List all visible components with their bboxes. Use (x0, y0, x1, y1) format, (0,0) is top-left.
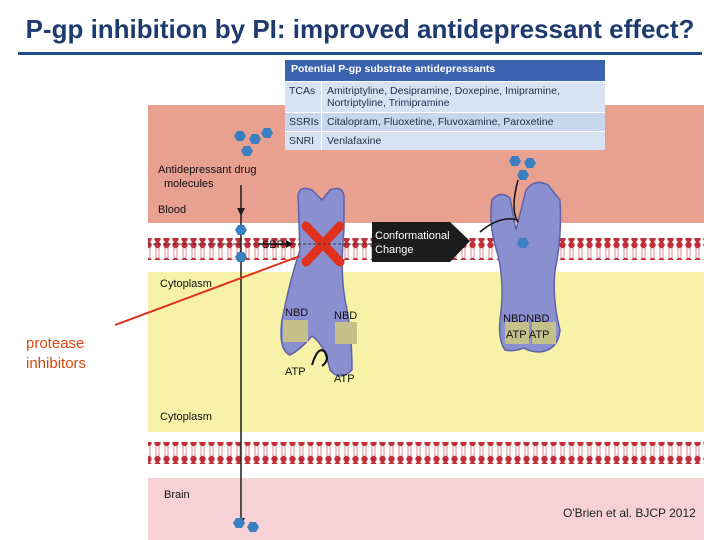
brain-label: Brain (164, 489, 190, 501)
title-underline (18, 52, 702, 55)
nbd-right-label: NBD (334, 310, 357, 322)
pi-label-line: inhibitors (26, 355, 87, 372)
atp-pair-label: ATP ATP (506, 329, 549, 341)
drug-label-1: Antidepressant drug (158, 164, 256, 176)
atp-curved-arrow (311, 349, 328, 367)
citation: O'Brien et al. BJCP 2012 (563, 506, 696, 520)
drug-molecules (233, 128, 536, 532)
table-header: Potential P-gp substrate antidepressants (285, 60, 605, 81)
nbd-pair-label: NBDNBD (503, 313, 550, 325)
nbd-right-box (335, 322, 357, 344)
cytoplasm-top-label: Cytoplasm (160, 278, 212, 290)
table-row: SNRI Venlafaxine (285, 131, 605, 150)
table-drugs-line: Nortriptyline, Trimipramine (327, 97, 450, 109)
pgp-transport-diagram: Conformational Change Antidepressant dru… (148, 105, 704, 540)
pgp-protein-right (490, 181, 562, 353)
atp-right-label: ATP (334, 373, 355, 385)
atp-left-label: ATP (285, 366, 306, 378)
membrane-bottom (148, 442, 704, 464)
table-class: SNRI (285, 132, 322, 150)
blood-label: Blood (158, 204, 186, 216)
protease-inhibitors-label: protease inhibitors (26, 334, 86, 374)
table-drugs-line: Amitriptyline, Desipramine, Doxepine, Im… (327, 85, 560, 97)
table-class: SSRIs (285, 113, 322, 131)
table-class: TCAs (285, 82, 322, 112)
atp-box-right (532, 322, 556, 344)
pi-label-line: protease (26, 335, 85, 352)
sbp-label: SBP (262, 239, 284, 251)
conf-label-1: Conformational (375, 230, 450, 242)
table-row: TCAs Amitriptyline, Desipramine, Doxepin… (285, 81, 605, 112)
conformational-change-arrow (372, 222, 470, 262)
table-row: SSRIs Citalopram, Fluoxetine, Fluvoxamin… (285, 112, 605, 131)
drug-label-2: molecules (164, 178, 214, 190)
substrate-table: Potential P-gp substrate antidepressants… (285, 60, 605, 150)
atp-box-left (505, 322, 529, 344)
nbd-left-box (283, 320, 308, 342)
cytoplasm-bottom-label: Cytoplasm (160, 411, 212, 423)
table-drugs: Citalopram, Fluoxetine, Fluvoxamine, Par… (327, 116, 554, 128)
slide-title: P-gp inhibition by PI: improved antidepr… (25, 14, 695, 44)
nbd-left-label: NBD (285, 307, 308, 319)
table-drugs: Venlafaxine (327, 135, 382, 147)
table-drugs: Amitriptyline, Desipramine, Doxepine, Im… (322, 82, 605, 112)
conf-label-2: Change (375, 244, 414, 256)
